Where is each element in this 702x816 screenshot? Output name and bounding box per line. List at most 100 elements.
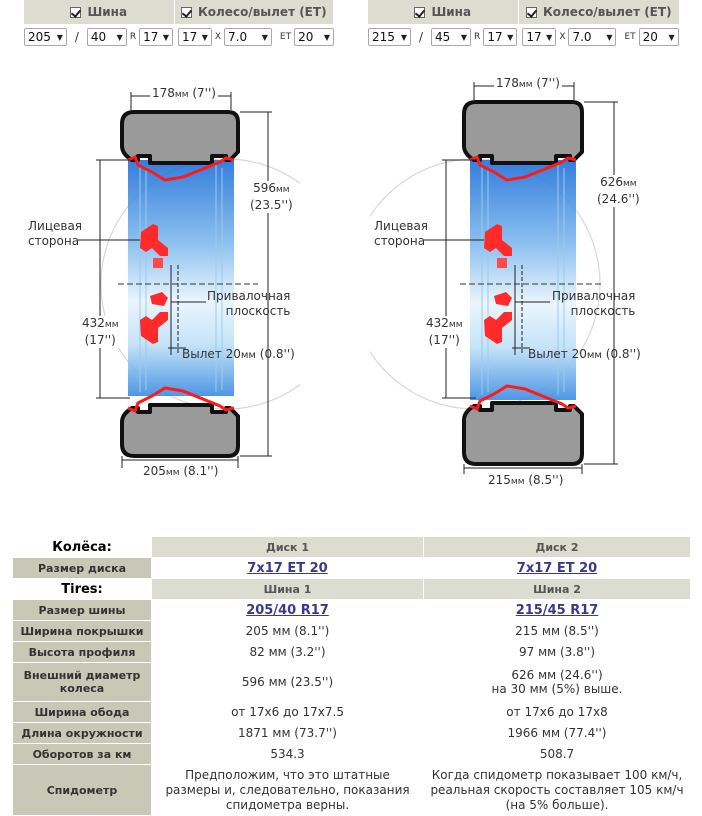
slash-separator: /: [419, 30, 424, 44]
rim-width-dimension: 178мм (7''): [494, 76, 562, 93]
face-label-line2: сторона: [28, 234, 80, 248]
tire-label: Шина: [87, 5, 128, 19]
face-label-line2: сторона: [374, 234, 426, 248]
r-separator: R: [129, 32, 137, 42]
mount-label-line2: плоскость: [570, 304, 636, 318]
width-select[interactable]: 215▼: [368, 28, 411, 46]
profile-select[interactable]: 45▼: [431, 28, 472, 46]
profile-label: Высота профиля: [13, 642, 151, 662]
dim-inch: (23.5''): [250, 198, 293, 212]
profile-select[interactable]: 40 ▼: [86, 28, 127, 46]
profile-value: 45: [435, 30, 451, 44]
tread-width-1: 205 мм (8.1''): [152, 621, 424, 641]
wheel-diameter-value: 17: [526, 30, 542, 44]
dropdown-arrow-icon: ▼: [201, 32, 208, 42]
top-tire: [120, 110, 240, 165]
et-value: 20: [642, 30, 658, 44]
rim-width-value: 7.0: [228, 30, 248, 44]
rim-width-select[interactable]: 7.0▼: [568, 28, 617, 46]
dropdown-arrow-icon: ▼: [162, 32, 169, 42]
rim-width-value: 7.0: [572, 30, 592, 44]
rim-bottom-edge: [127, 386, 235, 413]
dim-value: 215: [488, 473, 511, 487]
rim-top-edge: [127, 155, 235, 182]
tire-width-dimension: 205мм (8.1''): [143, 464, 219, 481]
unit-mm: мм: [174, 90, 189, 100]
table-row: Длина окружности 1871 мм (73.7'') 1966 м…: [13, 723, 690, 743]
disk-size-1-link[interactable]: 7x17 ET 20: [152, 558, 424, 578]
rim-width-dimension: 178мм (7''): [150, 86, 218, 103]
width-value: 215: [372, 30, 395, 44]
table-row: Колёса: Диск 1 Диск 2: [13, 537, 690, 557]
wheel-diagrams: [78, 82, 618, 474]
tire-1-header: Шина 1: [152, 579, 424, 599]
mount-label-line1: Привалочная: [207, 289, 291, 303]
rim-width-select[interactable]: 7.0▼: [224, 28, 272, 46]
wheel-diagram-2: [424, 82, 618, 474]
dropdown-arrow-icon: ▼: [546, 32, 553, 42]
tire-selector-1: Шина Колесо/вылет (ET) 205▼ / 40▼ R 17▼ …: [24, 0, 334, 48]
tire-checkbox[interactable]: [70, 6, 82, 18]
disk-size-2-link[interactable]: 7x17 ET 20: [424, 558, 690, 578]
dim-inch: (8.1''): [183, 464, 219, 478]
dropdown-arrow-icon: ▼: [668, 32, 675, 42]
et-select[interactable]: 20▼: [294, 28, 334, 46]
hub-block: [497, 258, 507, 268]
dim-inch: (7''): [192, 86, 216, 100]
wheel-label: Колесо/вылет (ET): [197, 5, 327, 19]
wheel-diameter-select[interactable]: 17 ▼: [522, 28, 557, 46]
face-side-label: Лицевая сторона: [374, 219, 428, 249]
unit-mm: мм: [276, 185, 290, 195]
tire-toggle[interactable]: Шина: [368, 0, 519, 24]
mounting-plane-label: Привалочная плоскость: [207, 289, 290, 319]
tire-size-2-link[interactable]: 215/45 R17: [424, 600, 690, 620]
tire-toggle[interactable]: Шина: [24, 0, 175, 24]
unit-mm: мм: [104, 320, 119, 330]
outer-diameter-2-value: 626 мм (24.6''): [511, 668, 603, 682]
width-select[interactable]: 205▼: [24, 28, 67, 46]
rim-bottom-edge: [469, 384, 577, 411]
et-select[interactable]: 20 ▼: [638, 28, 679, 46]
tread-width-label: Ширина покрышки: [13, 621, 151, 641]
r-separator: R: [474, 32, 481, 42]
dim-value: 178: [152, 86, 175, 100]
wheel-diagram-1: [78, 92, 272, 468]
wheel-toggle[interactable]: Колесо/вылет (ET): [174, 0, 334, 24]
tire-diameter-value: 17: [487, 30, 503, 44]
outer-diameter-dimension: 596мм (23.5''): [250, 181, 293, 213]
table-row: Оборотов за км 534.3 508.7: [13, 744, 690, 764]
dropdown-arrow-icon: ▼: [56, 32, 63, 42]
hub-lower: [140, 312, 168, 344]
selector-row: 215▼ / 45▼ R 17▼ 17▼ X 7.0▼ ET 20▼: [368, 26, 680, 48]
face-label-line1: Лицевая: [28, 219, 83, 233]
revolutions-2: 508.7: [424, 744, 690, 764]
wheel-checkbox[interactable]: [525, 6, 537, 18]
dim-value: 178: [496, 76, 519, 90]
tire-size-label: Размер шины: [13, 600, 151, 620]
selector-header: Шина Колесо/вылет (ET): [24, 0, 334, 24]
wheel-diameter-select[interactable]: 17▼: [177, 28, 212, 46]
disk-size-label: Размер диска: [13, 558, 151, 578]
disk-1-header: Диск 1: [152, 537, 424, 557]
tire-diameter-select[interactable]: 17▼: [139, 28, 173, 46]
top-tire: [462, 100, 584, 165]
unit-mm: мм: [623, 179, 637, 189]
wheel-toggle[interactable]: Колесо/вылет (ET): [518, 0, 680, 24]
outer-diameter-2-diff: на 30 мм (5%) выше.: [491, 682, 623, 696]
tire-size-1-link[interactable]: 205/40 R17: [152, 600, 424, 620]
profile-value: 40: [90, 30, 107, 44]
tire-diameter-select[interactable]: 17▼: [483, 28, 518, 46]
outer-diameter-dimension: 626мм (24.6''): [597, 175, 640, 207]
dim-inch: (8.5''): [528, 473, 564, 487]
table-row: Tires: Шина 1 Шина 2: [13, 579, 690, 599]
speedometer-label: Спидометр: [13, 765, 151, 815]
offset-label: Вылет 20мм (0.8''): [528, 347, 641, 363]
selector-header: Шина Колесо/вылет (ET): [368, 0, 680, 24]
bottom-tire: [462, 401, 584, 466]
wheel-checkbox[interactable]: [180, 6, 192, 18]
tire-checkbox[interactable]: [414, 6, 426, 18]
dropdown-arrow-icon: ▼: [116, 32, 123, 42]
mount-label-line2: плоскость: [225, 304, 291, 318]
dim-inch: (17''): [428, 333, 460, 347]
tire-diameter-value: 17: [143, 30, 159, 44]
